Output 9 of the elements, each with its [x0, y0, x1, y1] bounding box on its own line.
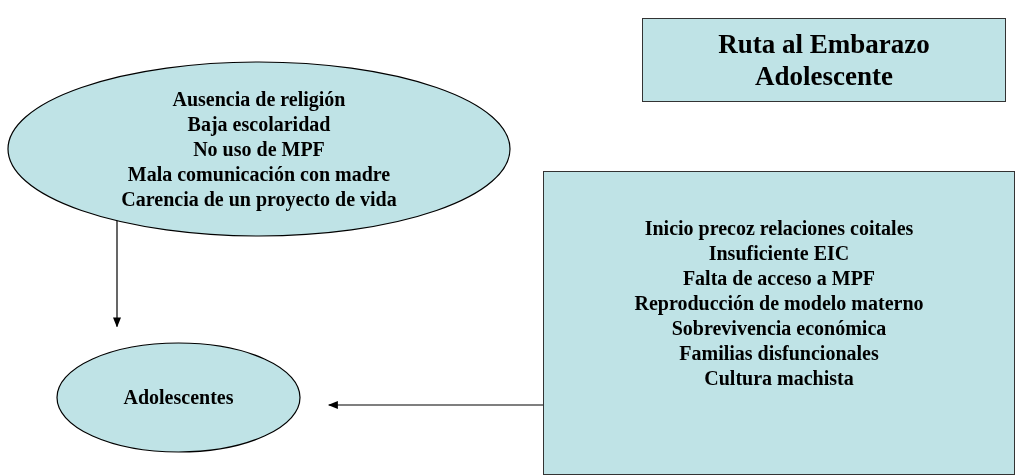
node-text: Ausencia de religión Baja escolaridad No uso de MPF Mala comunicación con madre Carencia de un proyecto de vida: [121, 86, 397, 212]
node-text: Adolescentes: [123, 385, 234, 410]
arrow: [113, 220, 121, 328]
node-text: Inicio precoz relaciones coitales Insuficiente EIC Falta de acceso a MPF Reproducción de modelo materno Sobrevivencia económica Familias disfuncionales Cultura machista: [634, 215, 924, 391]
factor-box: [543, 171, 1015, 475]
title-box: Ruta al Embarazo Adolescente: [642, 18, 1006, 102]
ellipse-node: [7, 61, 511, 237]
ellipse-node: [56, 342, 301, 453]
arrow: [327, 401, 544, 409]
